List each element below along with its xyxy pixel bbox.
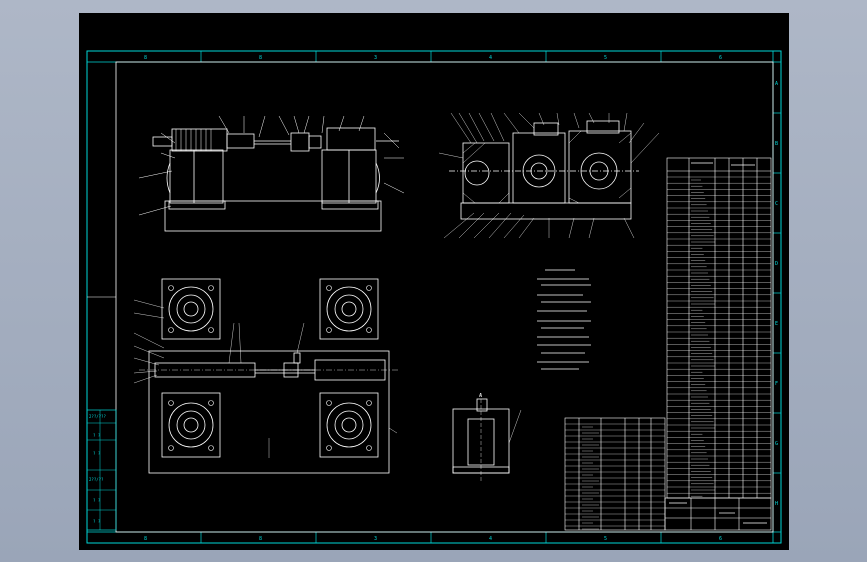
zone-col-b5: 5 (604, 536, 607, 542)
front-view-leaders (138, 115, 405, 216)
zone-col-3: 3 (374, 55, 377, 61)
stamp-label-6: ? ? (93, 519, 101, 524)
stamp-label-1: 2??/??? (89, 414, 106, 419)
zone-col-4: 4 (489, 55, 492, 61)
side-view[interactable] (452, 393, 522, 483)
plan-view-leaders (133, 299, 398, 458)
zone-col-6: 6 (719, 55, 722, 61)
drawing-sheet[interactable]: 8 8 3 4 5 6 8 8 3 4 5 6 A B C D E F G H (79, 13, 789, 550)
drawing-canvas-icon: 8 8 3 4 5 6 8 8 3 4 5 6 A B C D E F G H (86, 50, 782, 544)
stamp-label-5: ? ? (93, 498, 101, 503)
outer-frame (86, 50, 782, 544)
zone-row-c: C (775, 201, 778, 207)
zone-col-2: 8 (259, 55, 262, 61)
front-view[interactable] (152, 127, 399, 232)
zone-row-b: B (775, 141, 778, 147)
left-stamp-boxes (86, 409, 117, 531)
zone-ticks (200, 51, 781, 543)
zone-row-g: G (775, 441, 778, 447)
zone-row-e: E (775, 321, 778, 327)
zone-col-5: 5 (604, 55, 607, 61)
zone-row-d: D (775, 261, 778, 267)
stamp-label-4: 2??/?? (89, 477, 104, 482)
zone-row-h: H (775, 501, 778, 507)
zone-row-a: A (775, 81, 778, 87)
section-view[interactable] (449, 120, 639, 220)
zone-col-1: 8 (144, 55, 147, 61)
technical-notes (537, 269, 591, 370)
plan-view[interactable] (139, 278, 399, 474)
section-view-leaders (438, 112, 660, 239)
side-view-mark: A (479, 393, 482, 399)
zone-col-b1: 8 (144, 536, 147, 542)
stamp-label-3: ? ? (93, 451, 101, 456)
inner-frame (115, 61, 774, 533)
parts-list-table[interactable] (666, 157, 772, 499)
zone-col-b3: 3 (374, 536, 377, 542)
zone-col-b2: 8 (259, 536, 262, 542)
title-block[interactable] (664, 497, 772, 531)
stamp-label-2: ? ? (93, 433, 101, 438)
zone-col-b6: 6 (719, 536, 722, 542)
zone-row-f: F (775, 381, 778, 387)
lower-parts-list[interactable] (564, 417, 666, 531)
zone-col-b4: 4 (489, 536, 492, 542)
